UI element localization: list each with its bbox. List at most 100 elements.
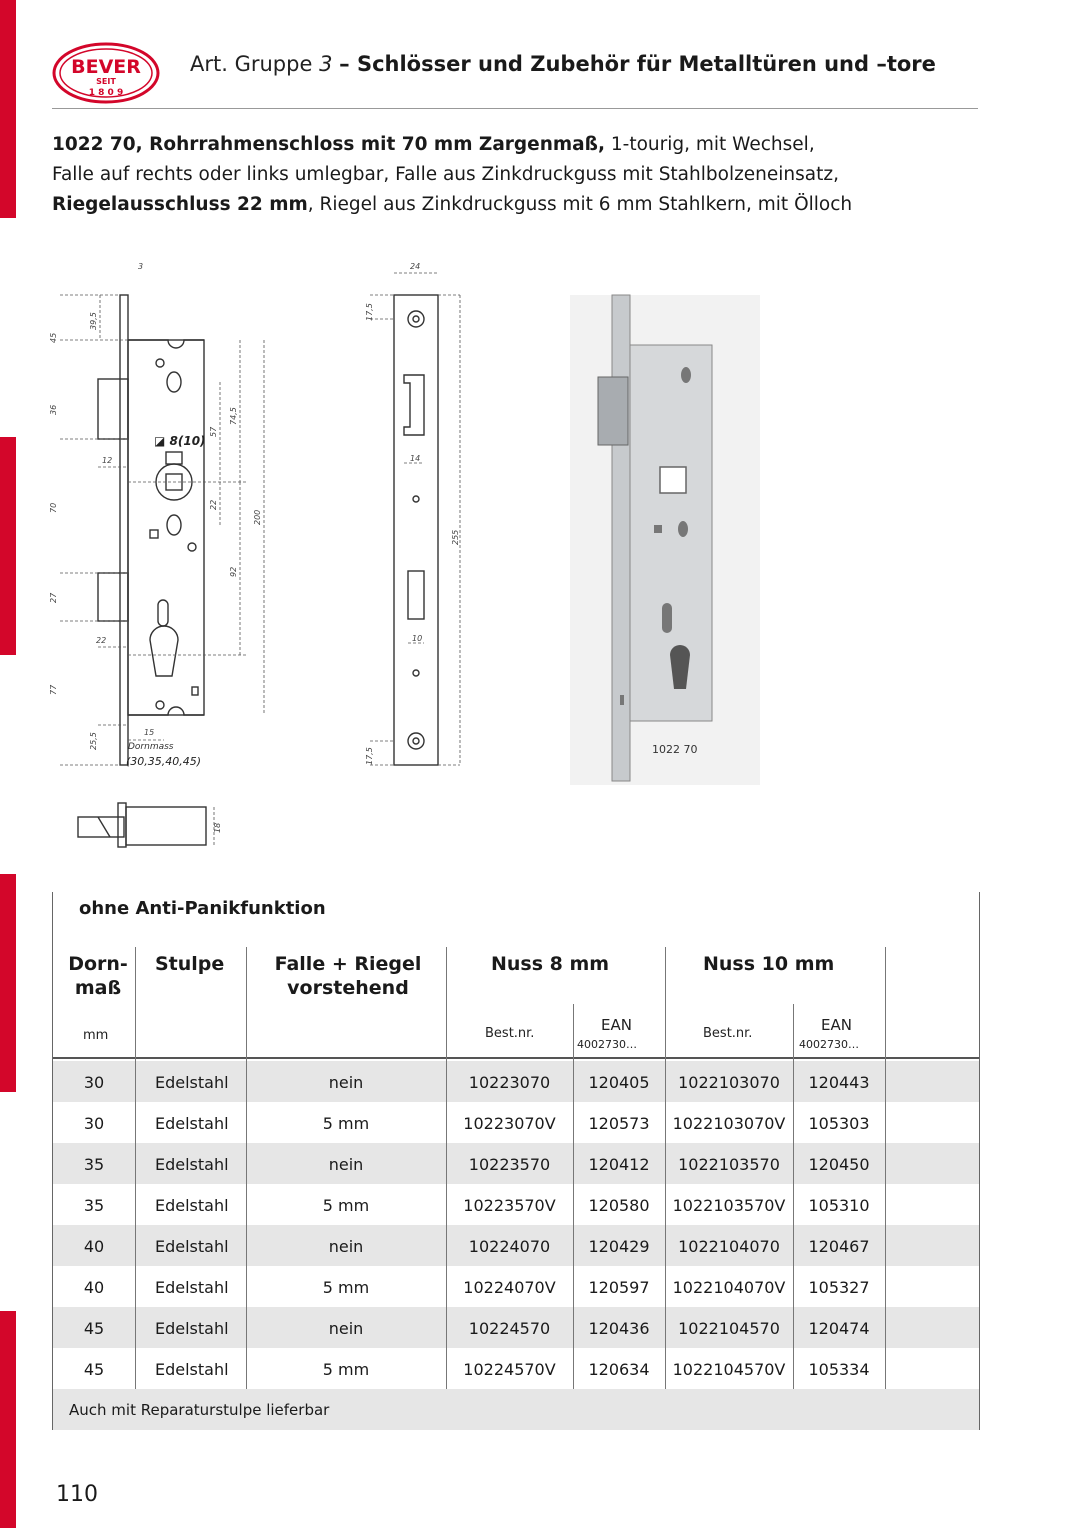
dim-27: 27 bbox=[49, 592, 58, 603]
cell-best10: 1022104570 bbox=[678, 1319, 780, 1338]
photo-caption: 1022 70 bbox=[652, 743, 698, 756]
cell-dorn: 35 bbox=[83, 1155, 105, 1174]
product-description: 1022 70, Rohrrahmenschloss mit 70 mm Zar… bbox=[52, 130, 982, 220]
header-falle-riegel: Falle + Riegel vorstehend bbox=[253, 952, 443, 1000]
col-sep-1 bbox=[135, 947, 136, 1389]
header-nuss-8: Nuss 8 mm bbox=[491, 953, 610, 975]
sub-ean-10: EAN bbox=[821, 1016, 852, 1034]
col-sep-2 bbox=[246, 947, 247, 1389]
dim-77: 77 bbox=[49, 684, 58, 695]
dim-15: 15 bbox=[144, 728, 154, 737]
cell-ean8: 120634 bbox=[588, 1360, 650, 1379]
product-table: ohne Anti-Panikfunktion Dorn- maß Stulpe… bbox=[52, 892, 980, 1430]
dim-36: 36 bbox=[49, 405, 58, 415]
desc-line3-rest: , Riegel aus Zinkdruckguss mit 6 mm Stah… bbox=[307, 194, 853, 215]
col-sep-3 bbox=[446, 947, 447, 1389]
header-dorn-line1: Dorn- bbox=[68, 953, 128, 975]
dim-45: 45 bbox=[49, 333, 58, 343]
note-row: Auch mit Reparaturstulpe lieferbar bbox=[53, 1389, 979, 1430]
cell-best10: 1022103070 bbox=[678, 1073, 780, 1092]
header-dornmass: Dorn- maß bbox=[63, 952, 133, 1000]
dim-74-5: 74,5 bbox=[229, 407, 238, 425]
cell-ean10: 105303 bbox=[808, 1114, 870, 1133]
cell-ean8: 120405 bbox=[588, 1073, 650, 1092]
front-view bbox=[97, 294, 205, 766]
bever-logo: BEVER SEIT 1 8 0 9 bbox=[52, 42, 160, 104]
dim-22b: 22 bbox=[209, 500, 218, 510]
faceplate-view bbox=[393, 294, 439, 766]
cell-stulpe: Edelstahl bbox=[155, 1114, 229, 1133]
side-dim-14: 14 bbox=[410, 454, 420, 463]
sub-mm: mm bbox=[83, 1028, 109, 1043]
cell-best10: 1022103570 bbox=[678, 1155, 780, 1174]
cell-falle: nein bbox=[328, 1073, 364, 1092]
dim-39-5: 39,5 bbox=[89, 312, 98, 330]
cell-ean10: 105334 bbox=[808, 1360, 870, 1379]
side-tab-1 bbox=[0, 0, 16, 218]
side-tab-2 bbox=[0, 437, 16, 655]
col-sep-7 bbox=[885, 947, 886, 1389]
desc-line1-rest: 1-tourig, mit Wechsel, bbox=[605, 134, 815, 155]
cell-best8: 10223070 bbox=[468, 1073, 551, 1092]
dim-92: 92 bbox=[229, 567, 238, 577]
cell-stulpe: Edelstahl bbox=[155, 1196, 229, 1215]
dornmass-values: (30,35,40,45) bbox=[126, 755, 201, 768]
cell-best8: 10224070 bbox=[468, 1237, 551, 1256]
dim-57: 57 bbox=[209, 426, 218, 437]
header-rule bbox=[53, 1057, 979, 1059]
cell-stulpe: Edelstahl bbox=[155, 1155, 229, 1174]
cell-ean10: 105310 bbox=[808, 1196, 870, 1215]
sub-bestnr-8: Best.nr. bbox=[485, 1026, 535, 1041]
sub-ean-prefix-8: 4002730… bbox=[577, 1038, 637, 1051]
col-sep-5 bbox=[665, 947, 666, 1389]
cell-best8: 10224570 bbox=[468, 1319, 551, 1338]
cell-ean10: 120450 bbox=[808, 1155, 870, 1174]
cell-ean8: 120429 bbox=[588, 1237, 650, 1256]
page-header: BEVER SEIT 1 8 0 9 Art. Gruppe 3 – Schlö… bbox=[52, 38, 978, 108]
cell-dorn: 40 bbox=[83, 1278, 105, 1297]
cell-stulpe: Edelstahl bbox=[155, 1278, 229, 1297]
sub-ean-8: EAN bbox=[601, 1016, 632, 1034]
cell-falle: nein bbox=[328, 1237, 364, 1256]
group-number: 3 bbox=[319, 52, 333, 76]
cell-best10: 1022104070V bbox=[672, 1278, 786, 1297]
cell-best8: 10223070V bbox=[463, 1114, 556, 1133]
cell-falle: nein bbox=[328, 1319, 364, 1338]
cell-best10: 1022103570V bbox=[672, 1196, 786, 1215]
cell-best10: 1022104070 bbox=[678, 1237, 780, 1256]
sub-ean-prefix-10: 4002730… bbox=[799, 1038, 859, 1051]
table-note: Auch mit Reparaturstulpe lieferbar bbox=[69, 1401, 330, 1419]
desc-line2: Falle auf rechts oder links umlegbar, Fa… bbox=[52, 164, 839, 185]
header-falle-line1: Falle + Riegel bbox=[274, 953, 422, 975]
cell-dorn: 30 bbox=[83, 1114, 105, 1133]
cell-stulpe: Edelstahl bbox=[155, 1360, 229, 1379]
logo-text-top: BEVER bbox=[71, 56, 141, 78]
cell-best8: 10223570V bbox=[463, 1196, 556, 1215]
cell-dorn: 45 bbox=[83, 1319, 105, 1338]
cell-falle: 5 mm bbox=[322, 1278, 370, 1297]
dim-25-5: 25,5 bbox=[89, 732, 98, 750]
cell-stulpe: Edelstahl bbox=[155, 1073, 229, 1092]
col-sep-4 bbox=[573, 1004, 574, 1389]
col-sep-6 bbox=[793, 1004, 794, 1389]
dim-top: 3 bbox=[138, 262, 143, 271]
product-photo: 1022 70 bbox=[570, 294, 760, 785]
header-dorn-line2: maß bbox=[74, 977, 122, 999]
dim-200: 200 bbox=[253, 510, 262, 525]
cell-stulpe: Edelstahl bbox=[155, 1237, 229, 1256]
faceplate-dimension-lines bbox=[370, 272, 461, 766]
cell-best8: 10224570V bbox=[463, 1360, 556, 1379]
page-title: Art. Gruppe 3 – Schlösser und Zubehör fü… bbox=[190, 52, 936, 76]
cell-falle: 5 mm bbox=[322, 1360, 370, 1379]
dornmass-label: Dornmass bbox=[128, 742, 174, 752]
cell-ean8: 120412 bbox=[588, 1155, 650, 1174]
header-divider bbox=[52, 108, 978, 109]
header-stulpe: Stulpe bbox=[155, 953, 225, 975]
